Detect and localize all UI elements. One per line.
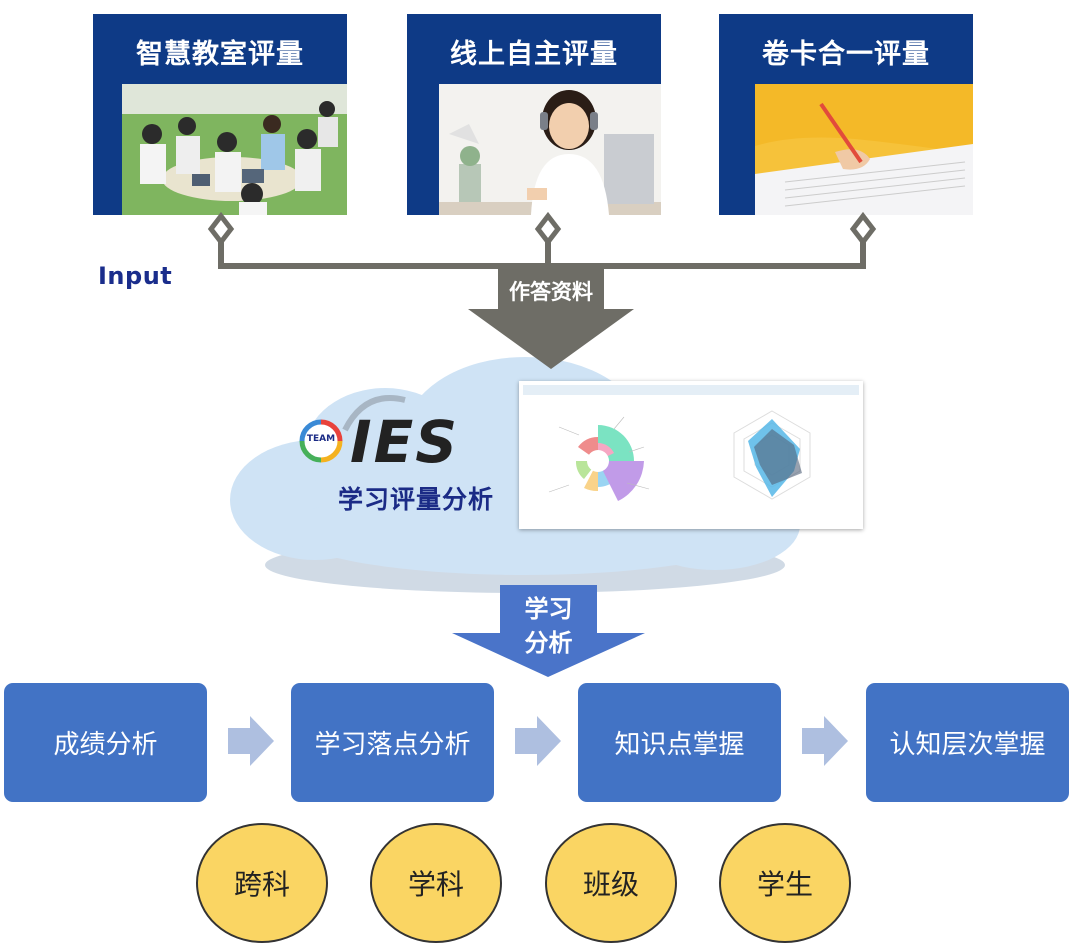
online-learner-photo	[439, 84, 661, 215]
chevron-right-icon	[228, 716, 274, 766]
ies-logo-text: IES	[350, 408, 459, 476]
chevron-right-icon	[802, 716, 848, 766]
input-card-online-assessment: 线上自主评量	[407, 14, 661, 215]
analysis-label-line1: 学习	[524, 595, 573, 623]
ies-subtitle: 学习评量分析	[338, 485, 495, 514]
step-cognitive-level-mastery: 认知层次掌握	[866, 683, 1069, 802]
input-card-title: 智慧教室评量	[136, 39, 304, 70]
team-logo-icon	[299, 419, 343, 463]
analysis-label: 学习 分析	[500, 592, 597, 660]
answer-data-label: 作答资料	[509, 280, 593, 304]
analysis-down-arrow	[452, 585, 645, 677]
analysis-label-line2: 分析	[524, 629, 573, 657]
input-card-smart-classroom: 智慧教室评量	[93, 14, 347, 215]
dashboard-tab-right	[689, 385, 859, 395]
chevron-right-icon	[515, 716, 561, 766]
step-knowledge-mastery: 知识点掌握	[578, 683, 781, 802]
input-card-title: 卷卡合一评量	[762, 39, 930, 70]
gray-down-arrow	[468, 265, 634, 369]
dashboard-preview	[519, 381, 863, 529]
dashboard-charts	[548, 410, 811, 501]
dashboard-tab-left	[523, 385, 689, 395]
level-subject: 学科	[370, 823, 502, 943]
team-logo-text: TEAM	[306, 434, 336, 444]
step-score-analysis: 成绩分析	[4, 683, 207, 802]
step-learning-position-analysis: 学习落点分析	[291, 683, 494, 802]
input-card-paper-card: 卷卡合一评量	[719, 14, 973, 215]
level-class: 班级	[545, 823, 677, 943]
exam-writing-photo	[755, 84, 973, 215]
level-cross-subject: 跨科	[196, 823, 328, 943]
level-student: 学生	[719, 823, 851, 943]
input-card-title: 线上自主评量	[450, 39, 618, 70]
classroom-photo	[122, 84, 347, 215]
input-label: Input	[98, 262, 173, 290]
